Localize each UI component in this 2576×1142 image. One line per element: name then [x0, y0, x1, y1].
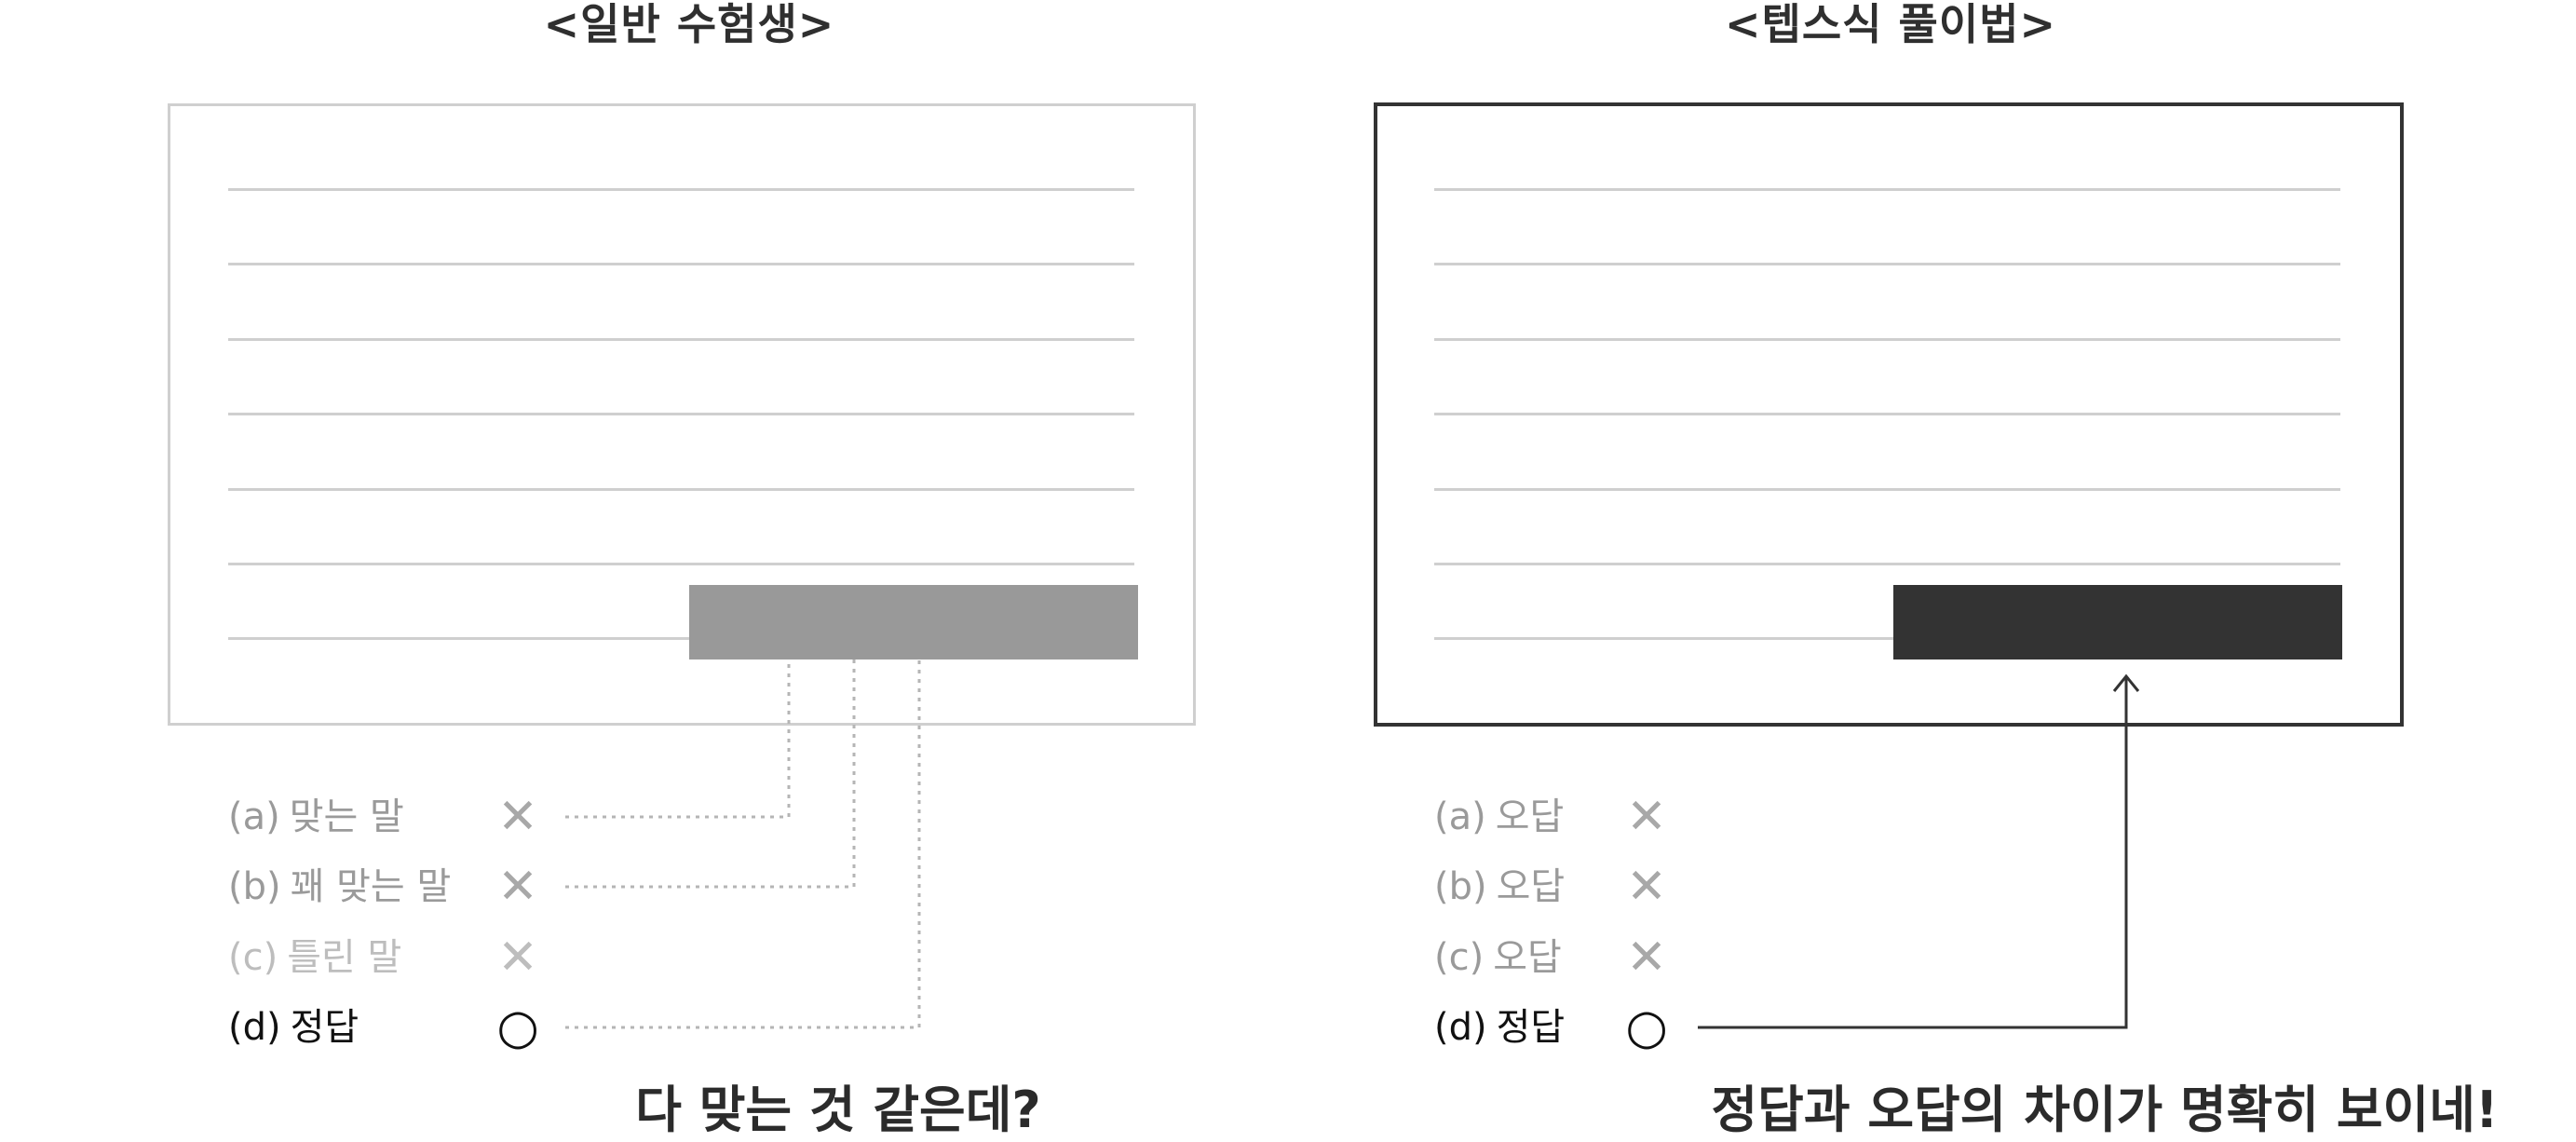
left-text-line	[228, 488, 1134, 491]
option-letter: (a)	[228, 795, 280, 838]
left-panel-title: <일반 수험생>	[543, 0, 835, 49]
right-text-line	[1434, 263, 2340, 265]
left-text-line	[228, 637, 694, 640]
cross-icon: ✕	[1626, 789, 1667, 845]
option-text: 오답	[1493, 936, 1562, 979]
right-text-line	[1434, 413, 2340, 415]
right-caption: 정답과 오답의 차이가 명확히 보이네!	[1711, 1081, 2499, 1139]
cross-icon: ✕	[497, 859, 538, 915]
option-text: 정답	[290, 1006, 359, 1049]
right-text-line	[1434, 637, 1900, 640]
option-letter: (b)	[228, 865, 281, 908]
arrow-head-icon	[2112, 673, 2140, 692]
option-text: 오답	[1496, 865, 1566, 908]
option-letter: (a)	[1434, 795, 1486, 838]
cross-icon: ✕	[497, 930, 538, 986]
option-letter: (c)	[1434, 936, 1485, 979]
left-text-line	[228, 263, 1134, 265]
option-letter: (c)	[228, 936, 278, 979]
right-panel-title: <텝스식 풀이법>	[1724, 0, 2057, 49]
option-letter: (b)	[1434, 865, 1487, 908]
right-passage-box	[1374, 102, 2404, 727]
right-option-d: (d)정답	[1434, 999, 1565, 1055]
option-text: 정답	[1496, 1006, 1566, 1049]
left-text-line	[228, 413, 1134, 415]
right-text-line	[1434, 563, 2340, 565]
left-option-b: (b)꽤 맞는 말	[228, 859, 451, 915]
option-letter: (d)	[1434, 1006, 1487, 1049]
right-arrow-connector	[1698, 676, 2128, 1029]
left-option-c: (c)틀린 말	[228, 930, 401, 986]
right-text-line	[1434, 338, 2340, 341]
option-text: 꽤 맞는 말	[290, 865, 452, 908]
right-option-c: (c)오답	[1434, 930, 1562, 986]
left-caption: 다 맞는 것 같은데?	[635, 1081, 1041, 1139]
right-text-line	[1434, 488, 2340, 491]
cross-icon: ✕	[497, 789, 538, 845]
option-text: 오답	[1495, 795, 1565, 838]
cross-icon: ✕	[1626, 930, 1667, 986]
right-blank-highlight	[1893, 585, 2342, 659]
left-blank-highlight	[689, 585, 1138, 659]
option-text: 틀린 말	[287, 936, 402, 979]
left-option-d: (d)정답	[228, 999, 359, 1055]
left-text-line	[228, 338, 1134, 341]
right-text-line	[1434, 188, 2340, 191]
circle-icon: ○	[1625, 999, 1668, 1055]
right-option-a: (a)오답	[1434, 789, 1564, 845]
cross-icon: ✕	[1626, 859, 1667, 915]
option-text: 맞는 말	[289, 795, 404, 838]
option-letter: (d)	[228, 1006, 281, 1049]
left-passage-box	[168, 103, 1196, 726]
right-option-b: (b)오답	[1434, 859, 1565, 915]
circle-icon: ○	[496, 999, 539, 1055]
left-text-line	[228, 188, 1134, 191]
left-connector-a	[565, 659, 791, 819]
left-connector-d	[565, 659, 921, 1029]
left-text-line	[228, 563, 1134, 565]
left-option-a: (a)맞는 말	[228, 789, 404, 845]
left-connector-b	[565, 659, 856, 889]
